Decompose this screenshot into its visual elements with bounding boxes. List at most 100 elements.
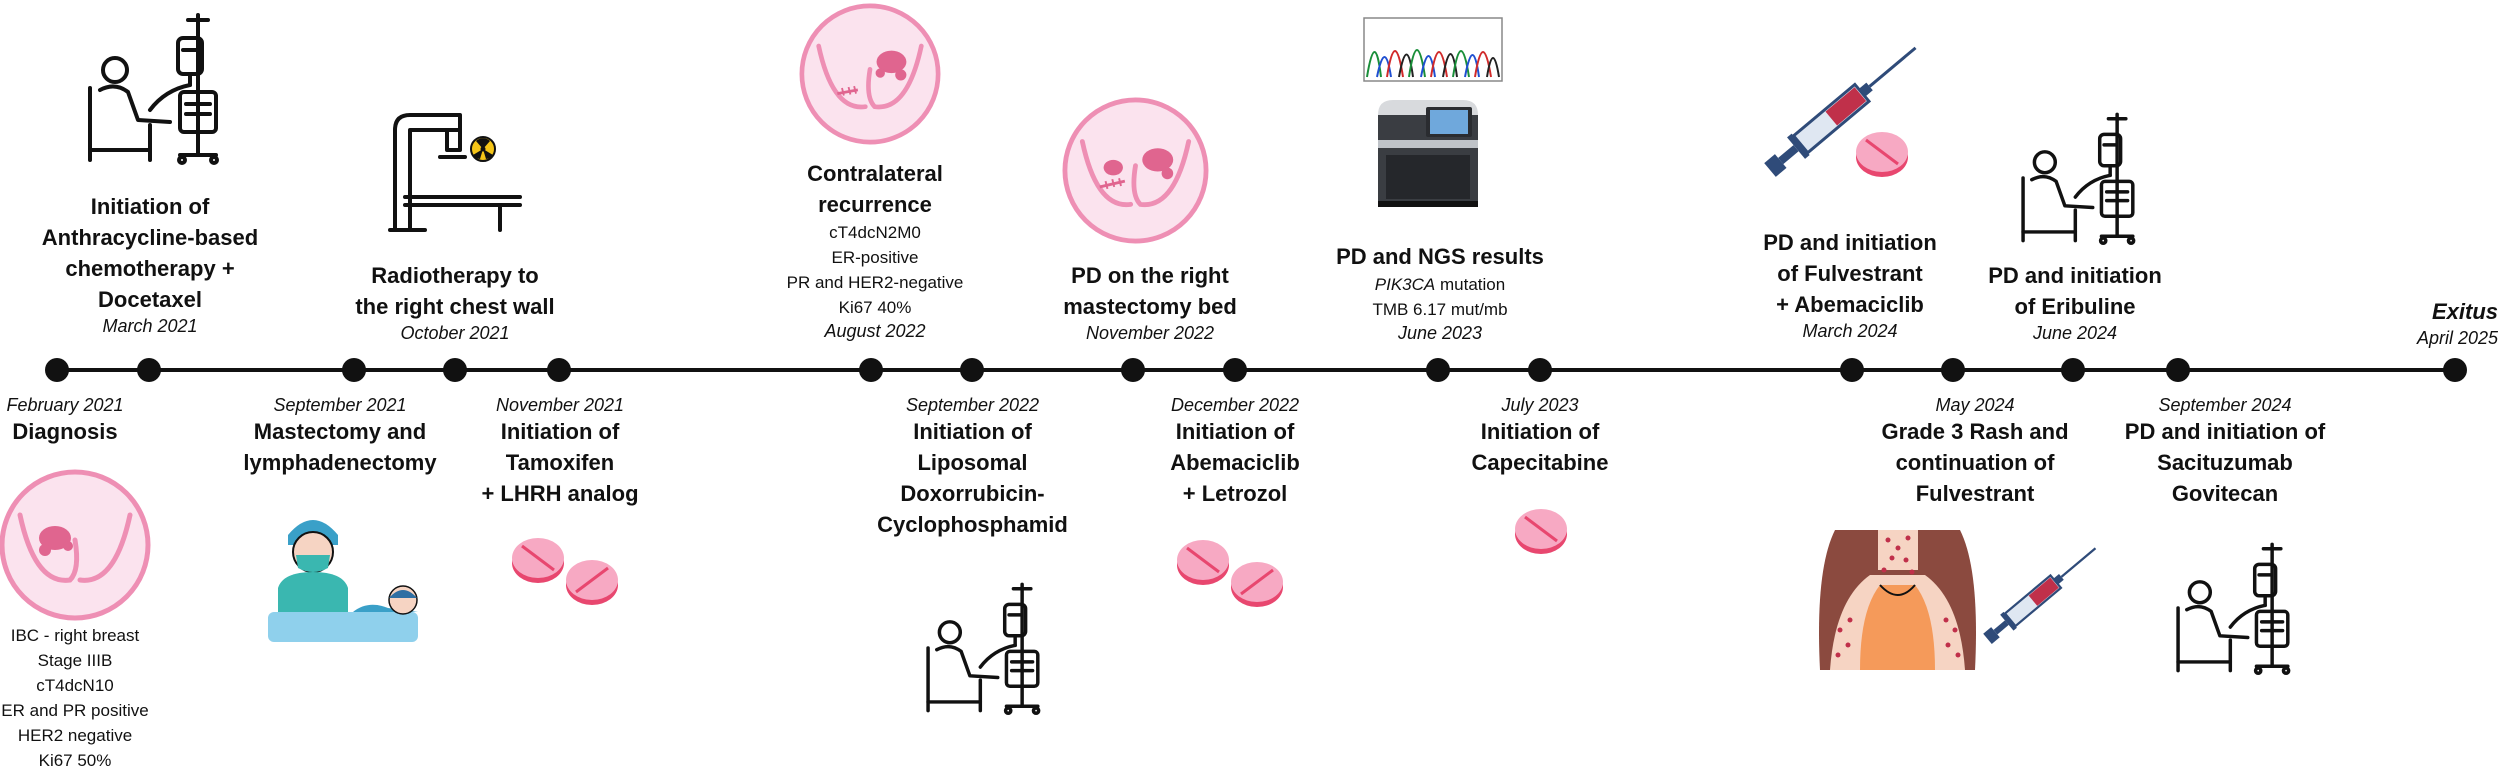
event-title: Initiation of: [500, 419, 620, 444]
event-dec-2022: December 2022 Initiation of Abemaciclib …: [1125, 394, 1345, 509]
timeline-dot: [1223, 358, 1247, 382]
event-date: September 2024: [2158, 395, 2292, 415]
event-title: Capecitabine: [1471, 450, 1609, 475]
rash-patient-icon: [1819, 530, 1976, 670]
event-title: Liposomal: [917, 450, 1028, 475]
detail-line: IBC - right breast: [10, 626, 140, 645]
timeline-dot: [1121, 358, 1145, 382]
event-title: chemotherapy +: [65, 256, 235, 281]
event-title: Anthracycline-based: [41, 225, 259, 250]
event-title: PD and initiation: [1763, 230, 1937, 255]
event-nov-2022: PD on the right mastectomy bed November …: [1030, 260, 1270, 344]
event-title: the right chest wall: [355, 294, 555, 319]
event-date: August 2022: [824, 321, 926, 341]
timeline-dot: [443, 358, 467, 382]
syringe-icon: [1983, 547, 2097, 644]
timeline-dot: [1840, 358, 1864, 382]
event-title: PD on the right: [1071, 263, 1229, 288]
detail-line: Ki67 50%: [38, 751, 112, 770]
event-date: November 2022: [1085, 323, 1215, 343]
timeline-dot: [342, 358, 366, 382]
detail-line: cT4dcN10: [36, 676, 114, 695]
surgery-icon: [268, 520, 418, 642]
pill-icon: [1177, 540, 1283, 607]
timeline-dot: [2061, 358, 2085, 382]
event-title: of Eribuline: [2014, 294, 2136, 319]
event-title: Initiation of: [90, 194, 210, 219]
event-date: September 2021: [273, 395, 407, 415]
timeline-dot: [859, 358, 883, 382]
event-title: Initiation of: [1175, 419, 1295, 444]
detail-line: PIK3CA mutation: [1310, 272, 1570, 297]
event-may-2024: May 2024 Grade 3 Rash and continuation o…: [1850, 394, 2100, 509]
event-mar-2021: Initiation of Anthracycline-based chemot…: [20, 191, 280, 337]
event-apr-2025: Exitus April 2025: [2380, 296, 2498, 349]
timeline-dot: [2166, 358, 2190, 382]
event-sep-2021: September 2021 Mastectomy and lymphadene…: [220, 394, 460, 478]
timeline-dot: [1528, 358, 1552, 382]
event-title: Abemaciclib: [1170, 450, 1300, 475]
breast-icon: [0, 469, 151, 621]
detail-line: TMB 6.17 mut/mb: [1372, 300, 1508, 319]
event-title: Fulvestrant: [1915, 481, 2035, 506]
event-nov-2021: November 2021 Initiation of Tamoxifen + …: [450, 394, 670, 509]
event-oct-2021: Radiotherapy to the right chest wall Oct…: [335, 260, 575, 344]
event-title: + LHRH analog: [481, 481, 639, 506]
event-date: September 2022: [905, 395, 1040, 415]
event-jul-2023: July 2023 Initiation of Capecitabine: [1430, 394, 1650, 478]
event-title: Contralateral: [807, 161, 943, 186]
breast-icon: [1062, 97, 1209, 244]
event-title: + Abemaciclib: [1776, 292, 1924, 317]
breast-icon: [799, 3, 941, 145]
detail-line: cT4dcN2M0: [829, 223, 921, 242]
event-title: Initiation of: [913, 419, 1032, 444]
detail-line: Ki67 40%: [838, 298, 912, 317]
event-title: + Letrozol: [1182, 481, 1288, 506]
event-date: November 2021: [495, 395, 625, 415]
event-title: Doxorrubicin-: [900, 481, 1045, 506]
event-mar-2024: PD and initiation of Fulvestrant + Abema…: [1730, 227, 1970, 342]
event-date: May 2024: [1935, 395, 2015, 415]
detail-line: Stage IIIB: [37, 651, 113, 670]
pill-icon: [1856, 132, 1908, 177]
detail-line: HER2 negative: [17, 726, 133, 745]
timeline-dot: [2443, 358, 2467, 382]
event-title: recurrence: [818, 192, 932, 217]
event-date: October 2021: [400, 323, 510, 343]
detail-line: ER and PR positive: [1, 701, 149, 720]
event-feb-2021: February 2021 Diagnosis: [0, 394, 130, 447]
detail-text: mutation: [1435, 275, 1506, 294]
iv-chemo-icon: [88, 13, 219, 165]
timeline-dot: [45, 358, 69, 382]
event-date: June 2024: [2032, 323, 2118, 343]
event-details-feb-2021: IBC - right breast Stage IIIB cT4dcN10 E…: [0, 623, 150, 773]
event-jun-2024: PD and initiation of Eribuline June 2024: [1960, 260, 2190, 344]
event-title: Govitecan: [2171, 481, 2279, 506]
event-title: PD and initiation: [1988, 263, 2162, 288]
event-title: lymphadenectomy: [243, 450, 437, 475]
event-title: Radiotherapy to: [371, 263, 539, 288]
detail-line: ER-positive: [831, 248, 919, 267]
iv-chemo-icon: [2021, 112, 2136, 245]
event-date: July 2023: [1501, 395, 1579, 415]
event-title: Cyclophosphamid: [877, 512, 1068, 537]
event-title: Tamoxifen: [505, 450, 615, 475]
chromatogram-icon: [1363, 17, 1503, 82]
timeline-dot: [547, 358, 571, 382]
event-date: February 2021: [6, 395, 124, 415]
event-title: Mastectomy and: [253, 419, 427, 444]
radiotherapy-machine-icon: [388, 113, 522, 232]
event-jun-2023: PD and NGS results PIK3CA mutation TMB 6…: [1310, 241, 1570, 344]
event-date: December 2022: [1170, 395, 1300, 415]
timeline-axis: [55, 368, 2455, 372]
event-title: Initiation of: [1480, 419, 1600, 444]
event-title: Docetaxel: [98, 287, 202, 312]
event-title: mastectomy bed: [1063, 294, 1237, 319]
event-sep-2024: September 2024 PD and initiation of Saci…: [2100, 394, 2350, 509]
event-sep-2022: September 2022 Initiation of Liposomal D…: [850, 394, 1095, 540]
event-date: April 2025: [2416, 328, 2498, 348]
event-date: June 2023: [1397, 323, 1483, 343]
timeline-dot: [960, 358, 984, 382]
event-title: Sacituzumab: [2157, 450, 2293, 475]
